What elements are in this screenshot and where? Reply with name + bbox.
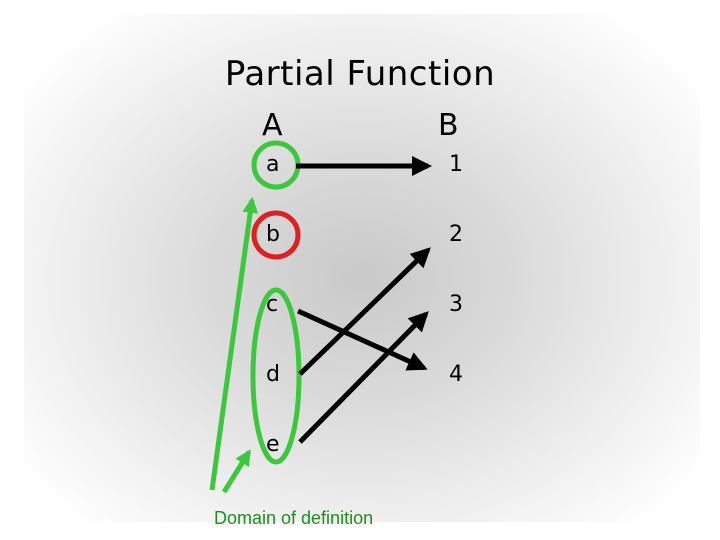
element-2: 2 bbox=[449, 222, 463, 247]
element-c: c bbox=[266, 292, 279, 317]
element-4: 4 bbox=[449, 362, 463, 387]
element-3: 3 bbox=[449, 292, 463, 317]
diagram-title: Partial Function bbox=[224, 54, 496, 94]
set-a-label: A bbox=[262, 108, 283, 143]
element-b-undefined-circle bbox=[251, 210, 301, 260]
element-b: b bbox=[266, 222, 280, 247]
domain-of-definition-caption: Domain of definition bbox=[214, 508, 374, 528]
background-glow bbox=[24, 14, 700, 522]
element-1: 1 bbox=[449, 152, 463, 177]
element-d: d bbox=[266, 362, 280, 387]
domain-of-definition-ellipse bbox=[250, 287, 302, 465]
domain-pointer-arrow-long bbox=[209, 196, 259, 491]
set-b-label: B bbox=[438, 108, 459, 143]
element-e: e bbox=[266, 432, 280, 457]
element-a: a bbox=[266, 152, 280, 177]
arrow-d-to-2 bbox=[298, 247, 431, 376]
arrow-e-to-3 bbox=[298, 311, 429, 444]
domain-pointer-arrow-short bbox=[221, 449, 252, 494]
arrow-c-to-4 bbox=[296, 308, 428, 371]
element-a-highlight-circle bbox=[251, 140, 301, 190]
